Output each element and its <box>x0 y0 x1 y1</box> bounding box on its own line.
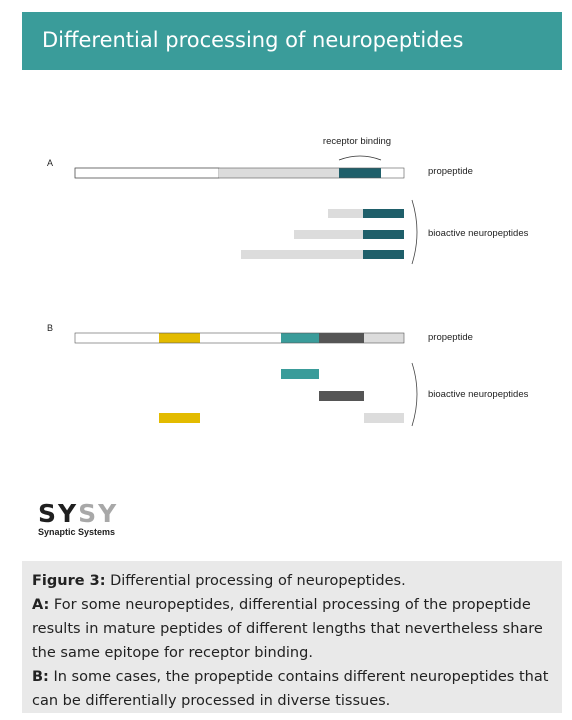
peptide-a1-gray <box>328 209 363 218</box>
propeptide-b-darkgray-segment <box>319 333 364 343</box>
receptor-binding-arc <box>338 155 382 161</box>
caption-b-text: In some cases, the propeptide contains d… <box>32 669 549 709</box>
peptide-a3-gray <box>241 250 363 259</box>
panel-b-bioactive-label: bioactive neuropeptides <box>428 389 529 400</box>
peptide-a1-teal <box>363 209 404 218</box>
receptor-binding-label: receptor binding <box>323 136 391 147</box>
panel-a-label: A <box>47 158 53 168</box>
caption-a-label: A: <box>32 597 50 613</box>
peptide-b-lightgray <box>364 413 404 423</box>
propeptide-b-lightgray-segment <box>364 333 404 343</box>
neuropeptide-diagram: A receptor binding propeptide bioactive … <box>47 136 529 427</box>
figure-caption: Figure 3: Differential processing of neu… <box>22 561 562 713</box>
sysy-logo: SYSY Synaptic Systems <box>38 500 118 538</box>
logo-mark-light: SY <box>78 499 119 528</box>
peptide-b-teal <box>281 369 319 379</box>
propeptide-a-receptor-segment <box>339 168 381 178</box>
propeptide-b-segment-2 <box>200 333 281 343</box>
panel-a-propeptide-label: propeptide <box>428 166 473 177</box>
peptide-a2-teal <box>363 230 404 239</box>
propeptide-a-outline <box>74 167 405 179</box>
panel-a-brace <box>411 199 418 265</box>
logo-mark: SYSY <box>38 500 118 528</box>
propeptide-b-teal-segment <box>281 333 319 343</box>
panel-b-label: B <box>47 323 53 333</box>
peptide-a2-gray <box>294 230 363 239</box>
caption-b-label: B: <box>32 669 49 685</box>
panel-b-propeptide-label: propeptide <box>428 332 473 343</box>
propeptide-b-outline <box>74 332 405 344</box>
peptide-b-darkgray <box>319 391 364 401</box>
page-title: Differential processing of neuropeptides <box>42 28 464 52</box>
panel-b-propeptide <box>74 332 405 344</box>
propeptide-a-gray-segment <box>219 168 339 178</box>
panel-a-bioactive-peptides <box>241 209 404 259</box>
caption-figure-text: Differential processing of neuropeptides… <box>105 573 406 589</box>
logo-subtitle: Synaptic Systems <box>38 527 116 537</box>
caption-a-text: For some neuropeptides, differential pro… <box>32 597 543 661</box>
propeptide-a-end-segment <box>381 168 404 178</box>
header-banner: Differential processing of neuropeptides <box>22 12 562 70</box>
peptide-a3-teal <box>363 250 404 259</box>
logo-mark-dark: SY <box>38 499 79 528</box>
peptide-b-yellow <box>159 413 200 423</box>
propeptide-b-segment-1 <box>75 333 159 343</box>
caption-a-paragraph: A: For some neuropeptides, differential … <box>32 593 552 665</box>
panel-b-brace <box>411 362 418 427</box>
caption-figure-line: Figure 3: Differential processing of neu… <box>32 569 552 593</box>
caption-b-paragraph: B: In some cases, the propeptide contain… <box>32 665 552 713</box>
panel-a-propeptide <box>74 167 405 179</box>
caption-figure-label: Figure 3: <box>32 573 106 589</box>
panel-b-bioactive-peptides <box>159 369 404 423</box>
propeptide-b-yellow-segment <box>159 333 200 343</box>
panel-a-bioactive-label: bioactive neuropeptides <box>428 228 529 239</box>
propeptide-a-unprocessed-segment <box>74 167 220 179</box>
